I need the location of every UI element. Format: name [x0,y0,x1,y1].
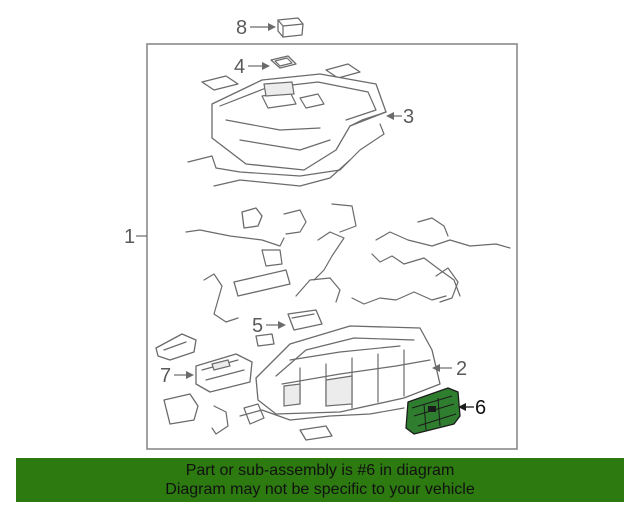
part-8-sensor [277,17,304,38]
part-2-battery-pack [239,325,441,441]
part-pad-a [201,75,239,91]
part-4-seal [270,55,297,69]
callout-6-label: 6 [475,397,486,419]
part-bracket-mid [203,269,341,323]
info-banner-line-1: Part or sub-assembly is #6 in diagram [185,462,455,479]
callout-7: 7 [160,365,194,387]
part-6-highlighted-module [405,387,461,435]
callout-2-label: 2 [456,358,467,380]
callout-4: 4 [234,56,270,78]
callout-8-label: 8 [236,17,247,39]
callout-3: 3 [386,106,414,128]
callout-7-label: 7 [160,365,171,387]
callout-1: 1 [124,226,147,248]
part-harness-left [185,203,357,281]
assembly-frame [146,43,518,450]
callout-5-label: 5 [252,315,263,337]
callout-8: 8 [236,17,276,39]
callout-1-label: 1 [124,226,135,248]
callout-2: 2 [432,358,467,380]
callout-6: 6 [458,397,486,419]
part-left-cover [155,333,197,361]
part-fuse [255,333,275,347]
parts-diagram: 1 8 4 3 [124,17,518,450]
callout-4-label: 4 [234,56,245,78]
part-left-bracket [163,393,229,435]
callout-3-label: 3 [403,106,414,128]
callout-5: 5 [252,315,286,337]
part-5-module [287,309,323,331]
info-banner-line-2: Diagram may not be specific to your vehi… [165,481,475,498]
part-pad-b [325,63,361,79]
info-banner: Part or sub-assembly is #6 in diagram Di… [16,458,624,502]
part-3-upper-cover [187,73,387,187]
part-harness-right [351,217,511,305]
part-7-module [195,353,253,393]
